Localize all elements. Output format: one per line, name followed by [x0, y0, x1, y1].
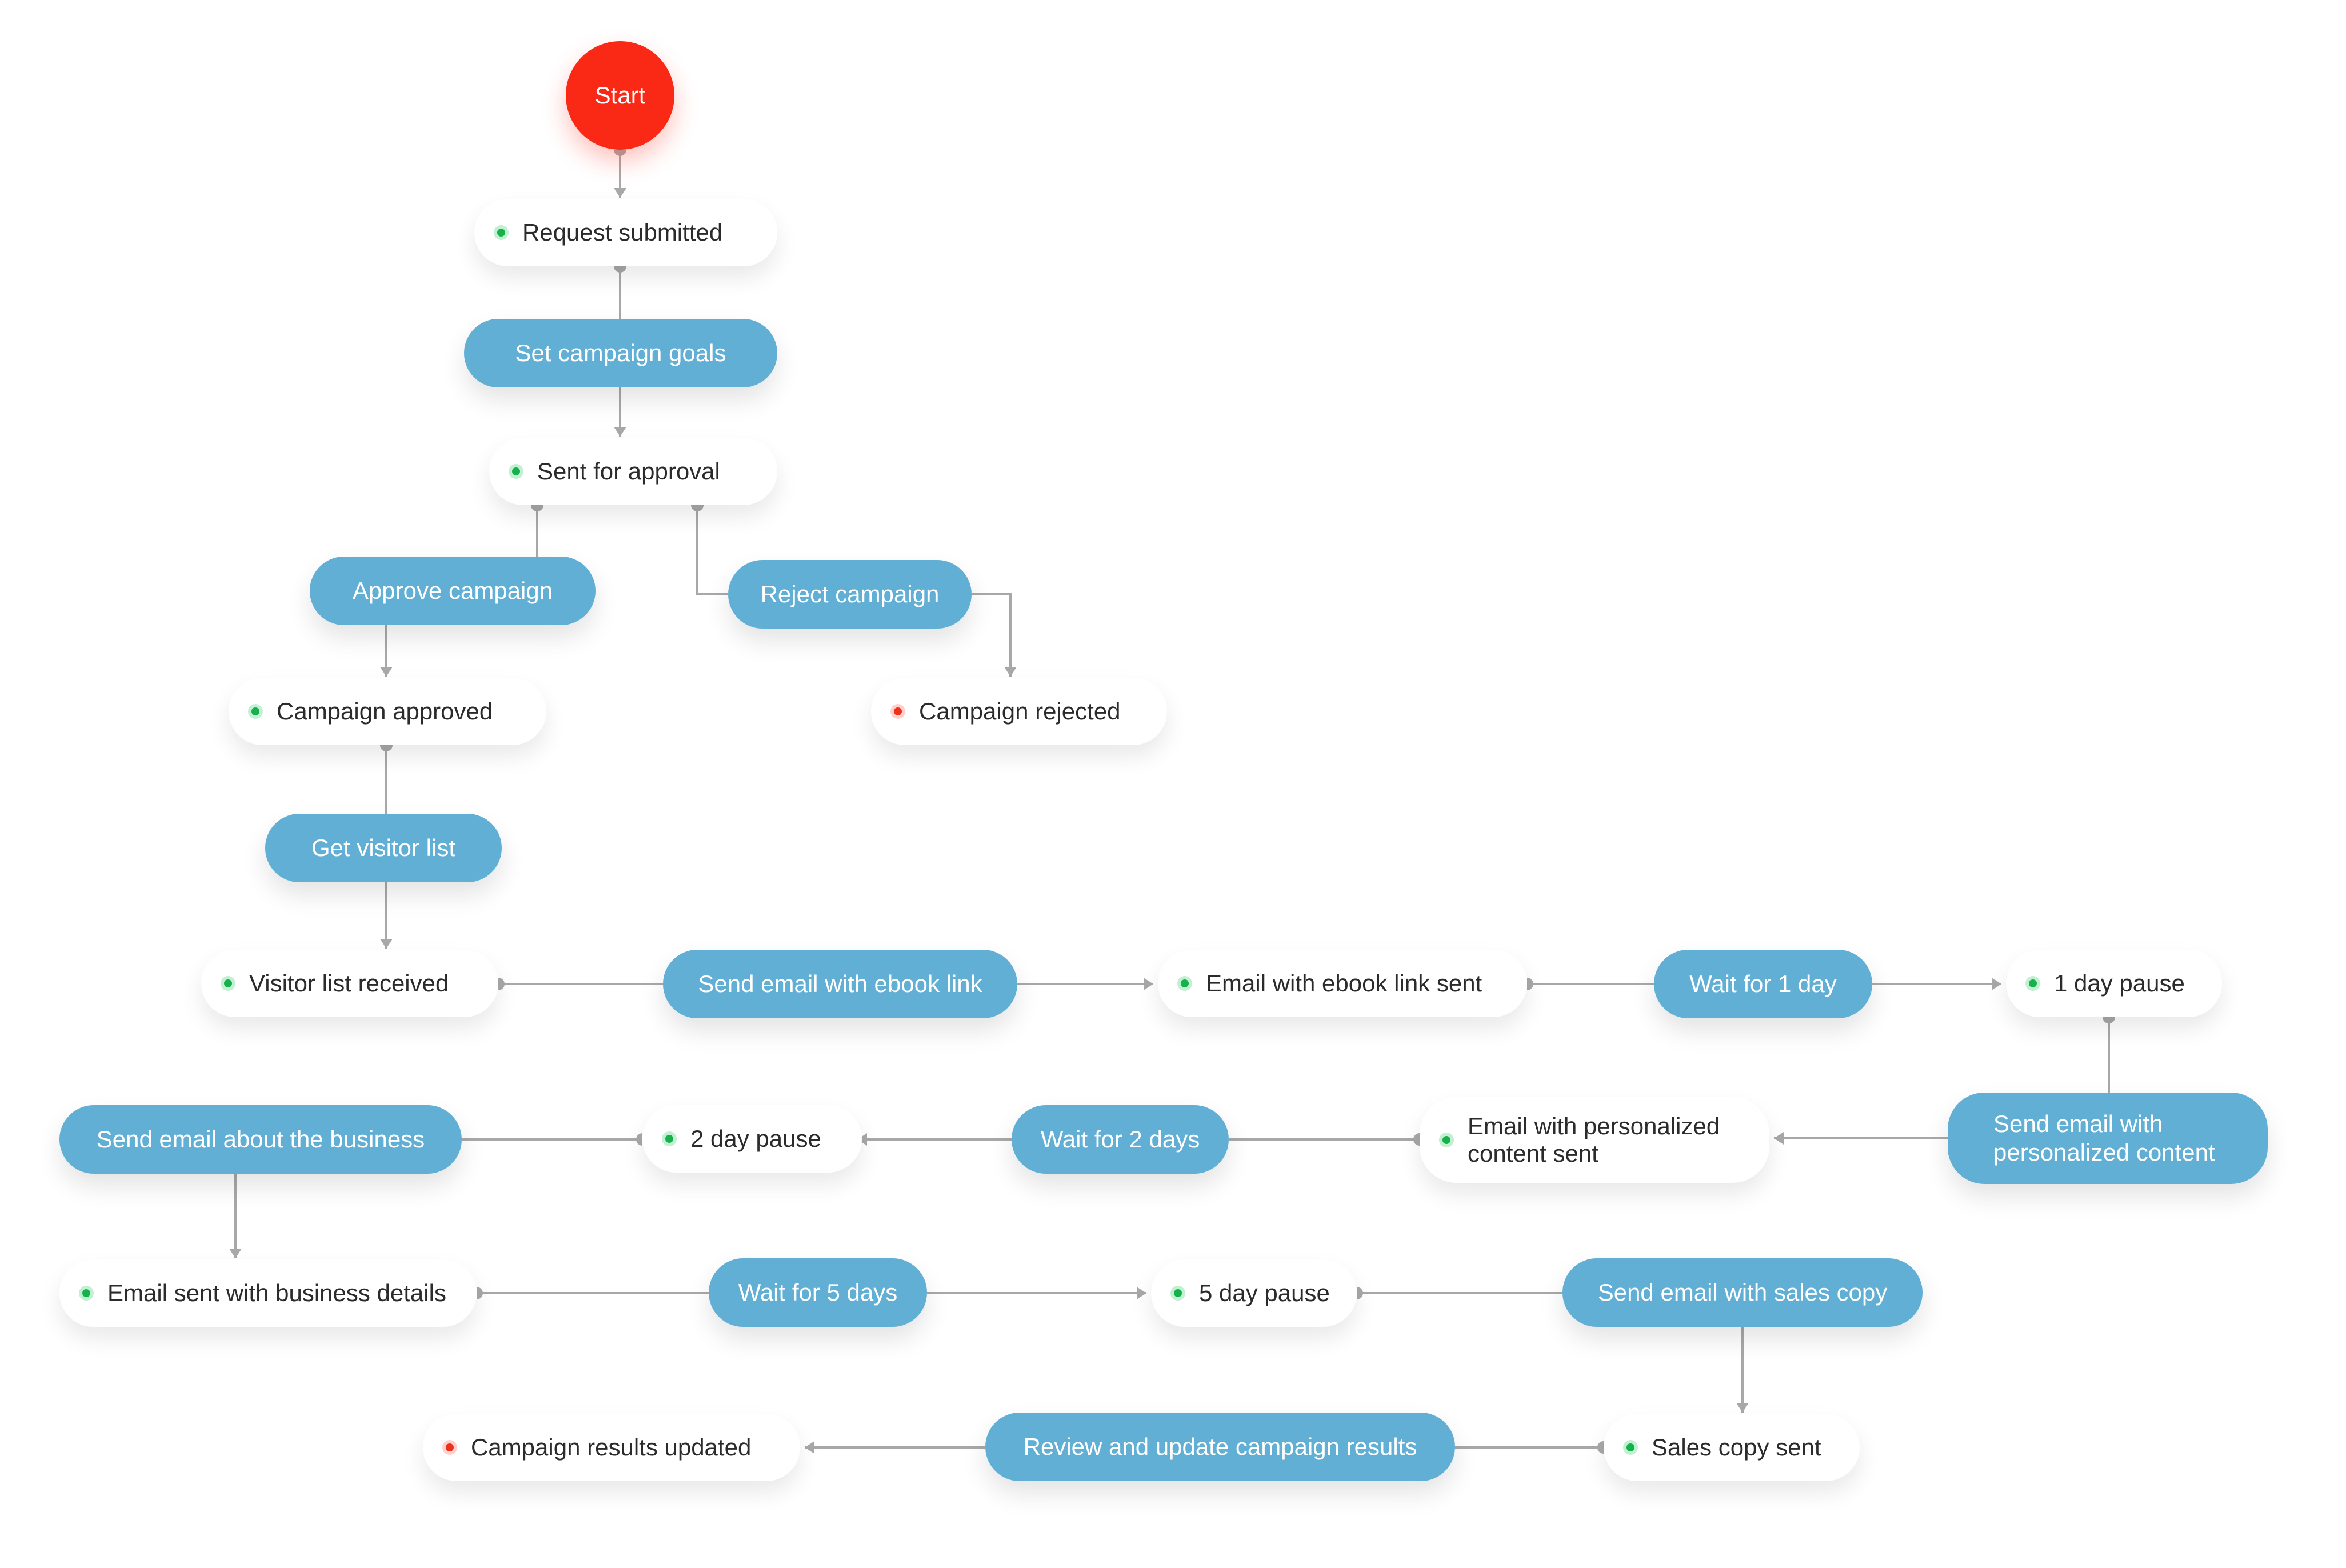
connector-knob-11: [1527, 978, 1533, 990]
connector-arrow-0: [614, 188, 626, 198]
node-sent-for-approval[interactable]: Sent for approval: [489, 438, 777, 505]
node-one-day-pause[interactable]: 1 day pause: [2006, 950, 2222, 1017]
status-red-icon: [890, 704, 905, 719]
connector-arrow-5: [380, 667, 393, 677]
node-review-update-results[interactable]: Review and update campaign results: [985, 1413, 1455, 1481]
node-wait-2-days[interactable]: Wait for 2 days: [1012, 1105, 1229, 1174]
connector-knob-0: [614, 150, 626, 156]
connector-arrow-10: [1144, 978, 1153, 990]
status-green-icon: [1170, 1286, 1185, 1301]
node-set-campaign-goals[interactable]: Set campaign goals: [464, 319, 777, 387]
connector-arrow-22: [1736, 1403, 1749, 1413]
connector-arrow-20: [1137, 1287, 1146, 1299]
connector-arrow-8: [380, 939, 393, 949]
status-green-icon: [1177, 976, 1192, 991]
connector-arrow-14: [1774, 1132, 1784, 1145]
node-approve-campaign[interactable]: Approve campaign: [310, 557, 596, 625]
node-start[interactable]: Start: [566, 41, 674, 150]
node-label: Review and update campaign results: [1023, 1433, 1417, 1460]
connector-knob-4: [691, 505, 704, 511]
connector-knob-23: [1597, 1441, 1604, 1454]
node-email-personalized-sent[interactable]: Email with personalized content sent: [1420, 1097, 1769, 1183]
node-send-email-sales[interactable]: Send email with sales copy: [1562, 1258, 1923, 1327]
node-wait-1-day[interactable]: Wait for 1 day: [1654, 950, 1872, 1018]
node-label: 1 day pause: [2054, 970, 2185, 997]
connector-arrow-12: [1992, 978, 2001, 990]
status-red-icon: [442, 1440, 457, 1455]
node-request-submitted[interactable]: Request submitted: [474, 199, 777, 266]
connector-knob-9: [498, 978, 505, 990]
node-label: Send email with ebook link: [698, 970, 982, 997]
status-green-icon: [2025, 976, 2040, 991]
status-green-icon: [248, 704, 263, 719]
connector-knob-15: [1413, 1133, 1420, 1146]
status-green-icon: [79, 1286, 94, 1301]
node-label: Campaign results updated: [471, 1434, 752, 1461]
node-email-ebook-sent[interactable]: Email with ebook link sent: [1158, 950, 1527, 1017]
node-label: Send email with personalized content: [1993, 1110, 2215, 1166]
node-label: Email with ebook link sent: [1206, 970, 1482, 997]
status-green-icon: [509, 464, 523, 479]
node-send-email-ebook[interactable]: Send email with ebook link: [663, 950, 1017, 1018]
node-visitor-list-received[interactable]: Visitor list received: [201, 950, 498, 1017]
node-sales-copy-sent[interactable]: Sales copy sent: [1604, 1414, 1860, 1481]
connector-knob-3: [531, 505, 543, 511]
connector-knob-21: [1357, 1287, 1363, 1299]
node-campaign-results-updated[interactable]: Campaign results updated: [423, 1414, 800, 1481]
node-label: Approve campaign: [352, 577, 553, 604]
status-green-icon: [1439, 1133, 1454, 1147]
node-wait-5-days[interactable]: Wait for 5 days: [709, 1258, 927, 1327]
status-green-icon: [494, 225, 509, 240]
connector-knob-13: [2103, 1017, 2115, 1023]
node-five-day-pause[interactable]: 5 day pause: [1151, 1259, 1357, 1327]
node-label: Send email about the business: [96, 1126, 425, 1153]
node-label: Sales copy sent: [1652, 1434, 1821, 1461]
node-label: Get visitor list: [311, 834, 456, 861]
node-campaign-rejected[interactable]: Campaign rejected: [871, 678, 1167, 745]
node-email-business-sent[interactable]: Email sent with business details: [59, 1259, 477, 1327]
node-label: Wait for 5 days: [738, 1279, 898, 1306]
node-label: Set campaign goals: [515, 339, 726, 366]
node-send-email-personalized[interactable]: Send email with personalized content: [1948, 1093, 2268, 1184]
connector-arrow-6: [1004, 667, 1017, 677]
node-campaign-approved[interactable]: Campaign approved: [229, 678, 546, 745]
node-label: Email with personalized content sent: [1468, 1113, 1720, 1167]
connector-6: [972, 593, 1012, 677]
node-label: 5 day pause: [1199, 1279, 1330, 1306]
node-label: Start: [594, 82, 646, 109]
connector-knob-19: [477, 1287, 483, 1299]
connector-arrow-24: [805, 1441, 814, 1454]
connector-knob-7: [380, 745, 393, 751]
node-label: Campaign approved: [277, 698, 493, 725]
node-label: Send email with sales copy: [1597, 1279, 1888, 1306]
node-label: Wait for 1 day: [1689, 970, 1837, 997]
connector-knob-1: [614, 266, 626, 273]
node-send-email-business[interactable]: Send email about the business: [59, 1105, 462, 1174]
node-label: Campaign rejected: [919, 698, 1121, 725]
node-label: Wait for 2 days: [1040, 1126, 1200, 1153]
node-label: Visitor list received: [249, 970, 449, 997]
connector-arrow-2: [614, 427, 626, 437]
status-green-icon: [1623, 1440, 1638, 1455]
node-label: 2 day pause: [690, 1125, 821, 1152]
node-label: Reject campaign: [760, 581, 940, 607]
node-label: Request submitted: [522, 219, 723, 246]
status-green-icon: [662, 1131, 677, 1146]
node-reject-campaign[interactable]: Reject campaign: [728, 560, 972, 629]
node-get-visitor-list[interactable]: Get visitor list: [265, 814, 502, 882]
node-two-day-pause[interactable]: 2 day pause: [642, 1105, 862, 1173]
node-label: Email sent with business details: [107, 1279, 446, 1306]
connector-knob-17: [636, 1133, 642, 1146]
status-green-icon: [221, 976, 235, 991]
connector-arrow-18: [229, 1249, 242, 1258]
node-label: Sent for approval: [537, 458, 720, 485]
connector-4: [696, 505, 728, 595]
connector-arrow-16: [857, 1133, 867, 1146]
